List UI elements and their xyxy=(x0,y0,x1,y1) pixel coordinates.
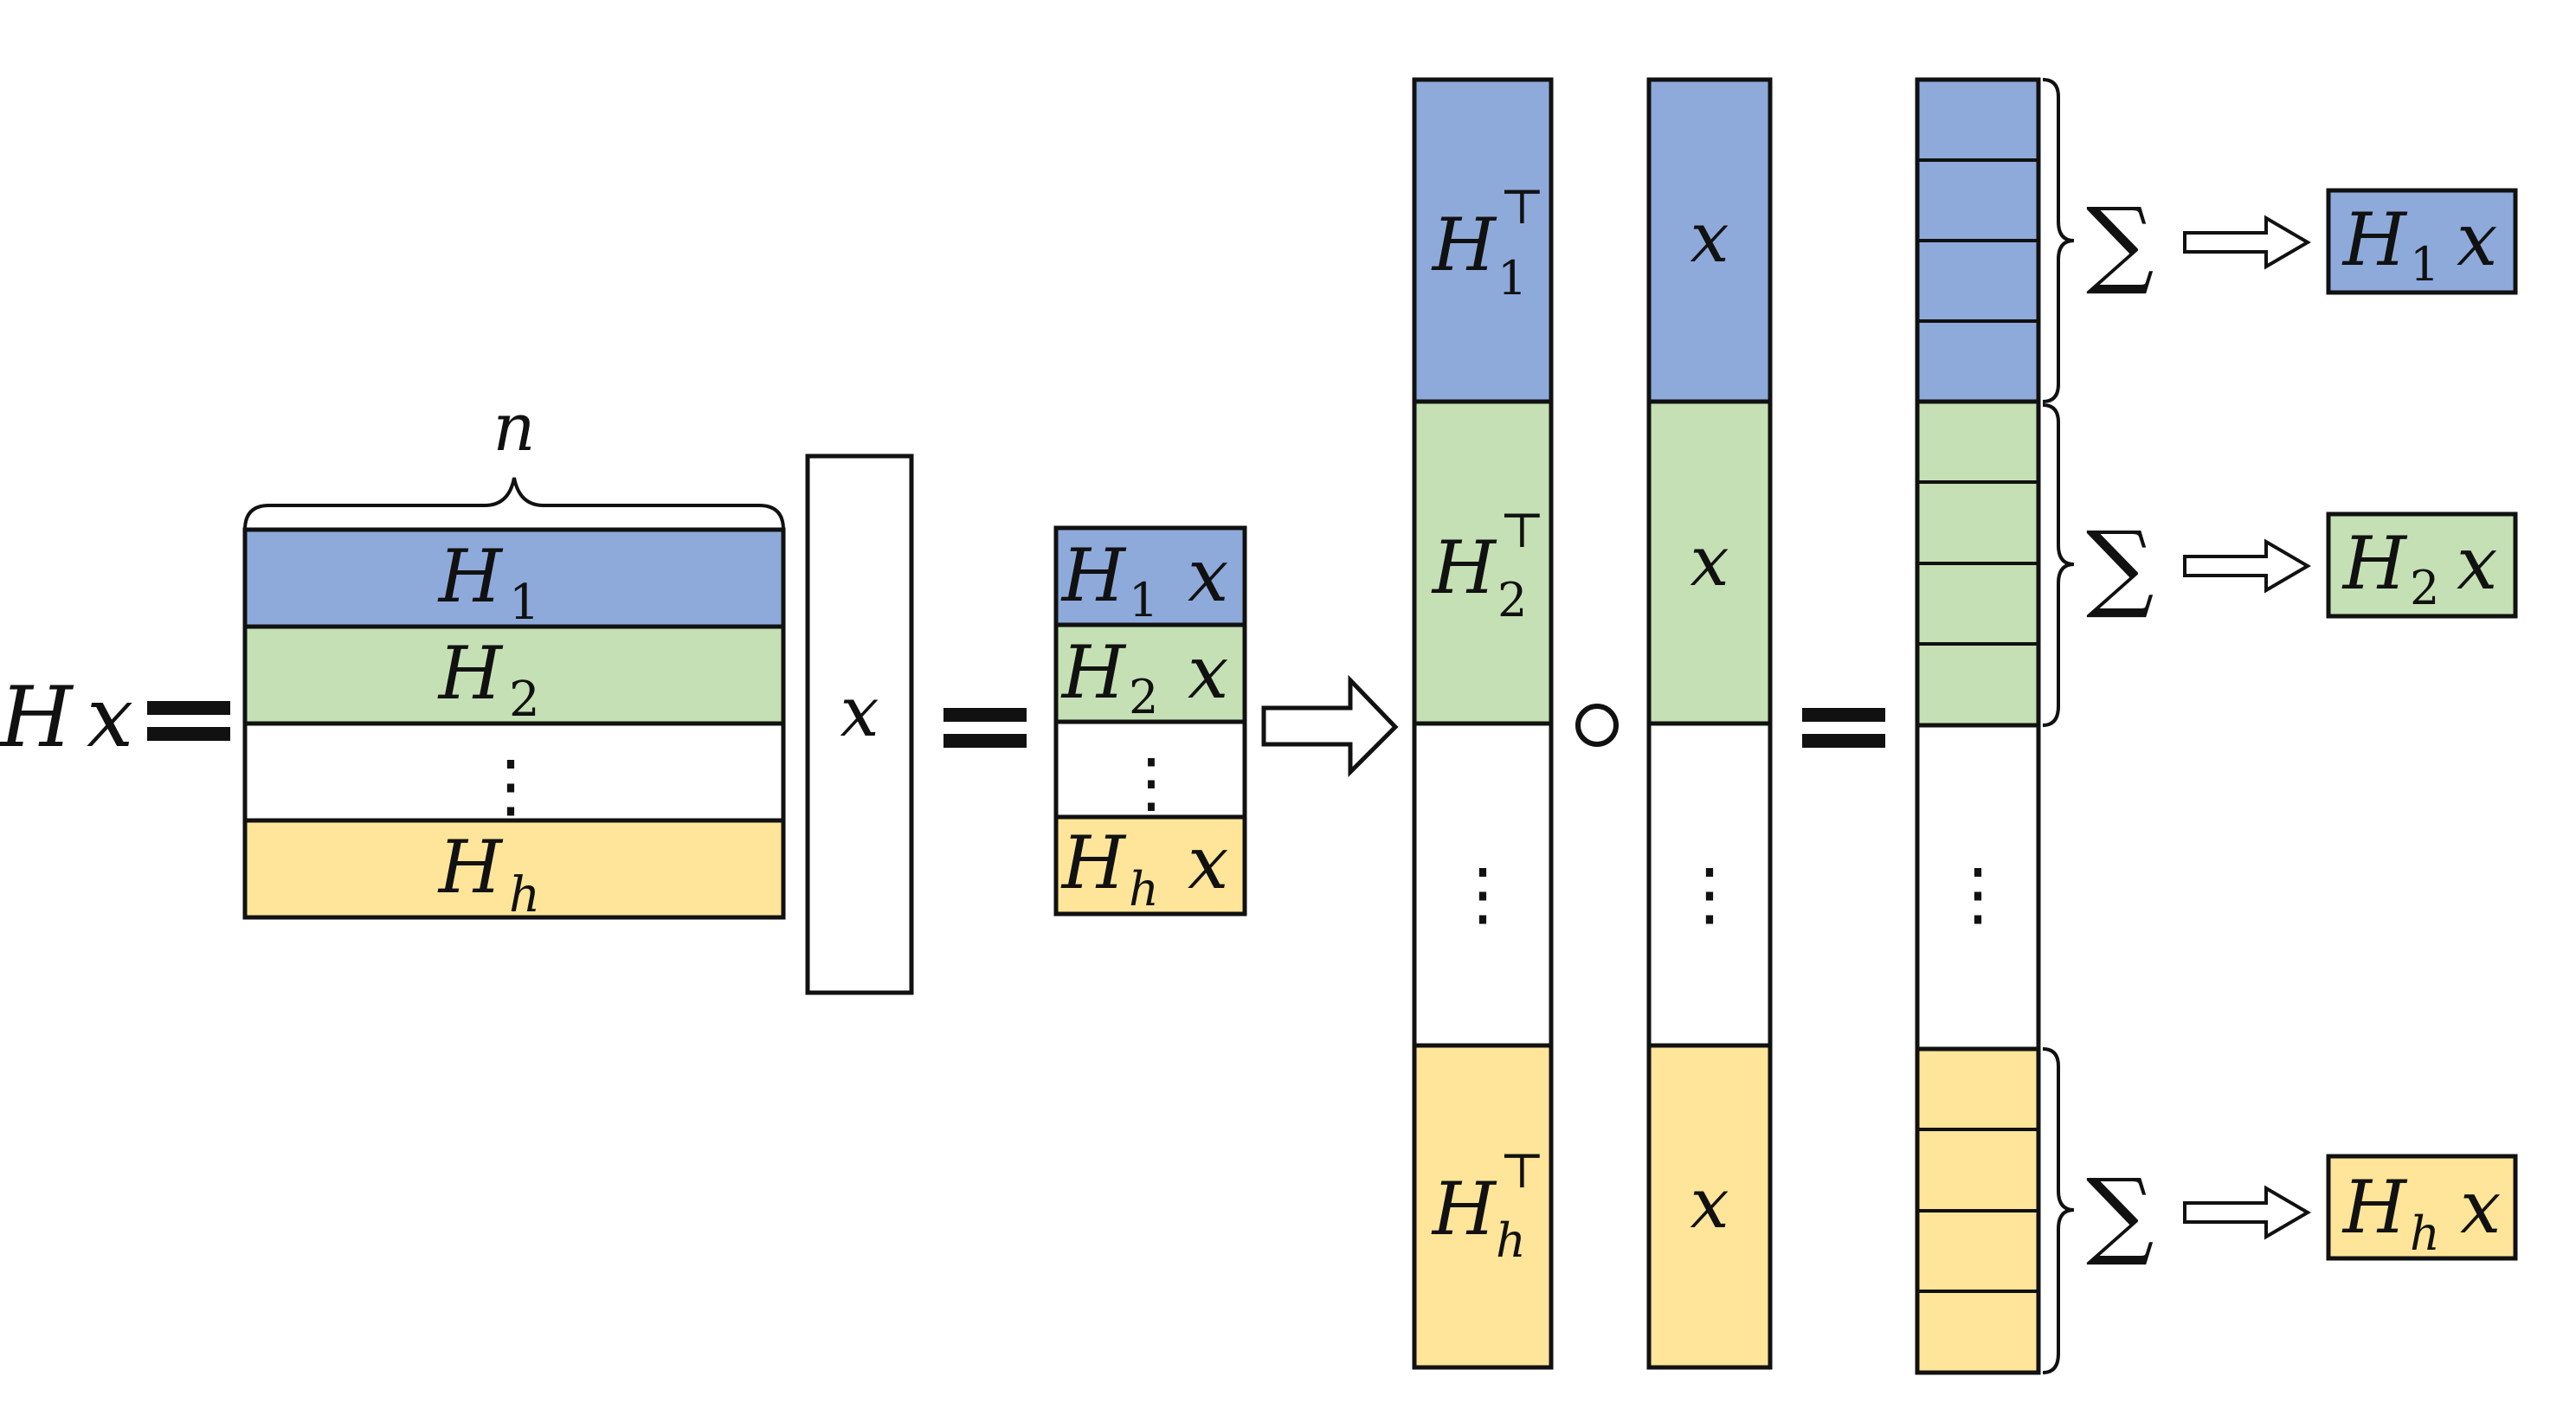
h-matrix: H 1 H 2 ⋮ H h xyxy=(242,527,786,923)
x-vector: x xyxy=(805,453,914,995)
h1-H: H xyxy=(437,534,504,619)
th-sup: ⊤ xyxy=(1499,1143,1545,1200)
h1-sub: 1 xyxy=(509,575,540,631)
sum-h-symbol: ∑ xyxy=(2086,1158,2154,1269)
n-label: n xyxy=(493,389,536,466)
xrh-label: x xyxy=(1690,1163,1729,1244)
hh-sub: h xyxy=(509,867,540,923)
t2-sub: 2 xyxy=(1497,573,1527,627)
x-vector-label: x xyxy=(840,672,879,752)
x-repeated-column: x x ⋮ x xyxy=(1646,77,1773,1370)
right-braces xyxy=(2042,78,2075,1374)
r2-sub: 2 xyxy=(1129,670,1158,724)
sum-h-box xyxy=(2326,1154,2518,1261)
sum-1-arrow xyxy=(2183,215,2311,270)
sum-1-symbol: ∑ xyxy=(2086,187,2154,298)
s1-x: x xyxy=(2457,197,2497,282)
sum-row-h: ∑ H h x xyxy=(2086,1154,2518,1269)
t-vdots: ⋮ xyxy=(1448,853,1517,934)
r2-H: H xyxy=(1060,630,1127,715)
s1-H: H xyxy=(2341,197,2408,282)
t1-sub: 1 xyxy=(1497,251,1527,306)
equals-sign-3 xyxy=(1802,708,1885,748)
h2-sub: 2 xyxy=(509,672,540,728)
product-column: ⋮ xyxy=(1915,77,2041,1375)
xr-vdots: ⋮ xyxy=(1675,853,1744,934)
sum-h-arrow xyxy=(2183,1185,2311,1240)
rh-x: x xyxy=(1188,820,1228,905)
t1-H: H xyxy=(1431,203,1497,287)
th-sub: h xyxy=(1496,1213,1526,1268)
sh-x: x xyxy=(2460,1165,2501,1250)
h-row-h xyxy=(242,818,786,920)
hadamard-operator xyxy=(1575,704,1619,747)
hx-lhs: H x xyxy=(0,669,133,766)
s2-H: H xyxy=(2341,521,2408,606)
rh-H: H xyxy=(1060,820,1127,905)
hx-x: x xyxy=(87,669,133,766)
h-vdots: ⋮ xyxy=(476,745,545,826)
t1-sup: ⊤ xyxy=(1499,179,1545,235)
p-vdots: ⋮ xyxy=(1943,853,2012,934)
sh-H: H xyxy=(2341,1165,2408,1250)
t2-sup: ⊤ xyxy=(1499,503,1545,559)
t2-H: H xyxy=(1431,525,1497,610)
big-arrow xyxy=(1261,674,1399,778)
hh-H: H xyxy=(437,825,504,910)
rh-sub: h xyxy=(1129,862,1159,917)
hx-H: H xyxy=(0,669,74,766)
sum-row-2: ∑ H 2 x xyxy=(2086,511,2518,621)
s1-sub: 1 xyxy=(2410,237,2439,292)
sum-1-box xyxy=(2326,188,2518,295)
r-vdots: ⋮ xyxy=(1118,743,1184,820)
h2-H: H xyxy=(437,631,504,716)
r1-x: x xyxy=(1188,533,1228,618)
r2-x: x xyxy=(1188,630,1228,715)
sum-2-symbol: ∑ xyxy=(2086,511,2154,621)
th-H: H xyxy=(1431,1167,1497,1251)
s2-x: x xyxy=(2457,521,2497,606)
h-row-2 xyxy=(242,624,786,726)
sum-2-arrow xyxy=(2183,538,2311,594)
r1-sub: 1 xyxy=(1129,573,1158,627)
h-row-1 xyxy=(242,527,786,629)
sum-row-1: ∑ H 1 x xyxy=(2086,187,2518,298)
xr2-label: x xyxy=(1690,521,1729,601)
hx-result-column: H 1 x H 2 x ⋮ H h x xyxy=(1053,525,1247,917)
equals-sign-2 xyxy=(943,708,1027,748)
product-subdivisions xyxy=(1917,158,2038,1293)
sum-2-box xyxy=(2326,511,2518,619)
n-brace: n xyxy=(243,389,785,531)
s2-sub: 2 xyxy=(2410,561,2439,615)
equals-sign-1 xyxy=(147,701,230,741)
h-transpose-column: H ⊤ 1 H ⊤ 2 ⋮ H ⊤ h xyxy=(1412,77,1554,1370)
sh-sub: h xyxy=(2410,1206,2440,1261)
xr1-label: x xyxy=(1690,197,1729,278)
r1-H: H xyxy=(1060,533,1127,618)
